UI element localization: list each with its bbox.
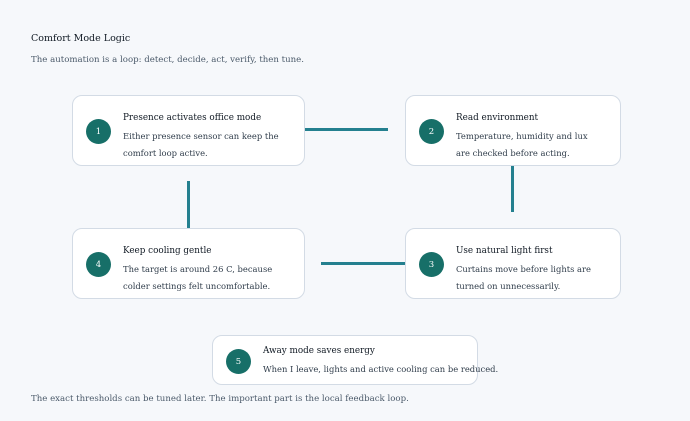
step-description-line: The target is around 26 C, because <box>123 264 273 274</box>
step-description-line: Either presence sensor can keep the <box>123 131 279 141</box>
diagram-title: Comfort Mode Logic <box>31 33 131 44</box>
step-description: Either presence sensor can keep the comf… <box>123 128 279 162</box>
step-number-badge: 2 <box>419 119 444 144</box>
step-card-read-environment: 2 Read environment Temperature, humidity… <box>405 95 621 166</box>
step-description-line: comfort loop active. <box>123 148 208 158</box>
step-number-badge: 5 <box>226 349 251 374</box>
step-card-presence: 1 Presence activates office mode Either … <box>72 95 305 166</box>
connector-3-to-4 <box>321 262 405 265</box>
step-description-line: Temperature, humidity and lux <box>456 131 588 141</box>
step-description-line: colder settings felt uncomfortable. <box>123 281 271 291</box>
step-description-line: Curtains move before lights are <box>456 264 592 274</box>
step-title: Use natural light first <box>456 246 553 256</box>
step-number-badge: 4 <box>86 252 111 277</box>
step-number-badge: 1 <box>86 119 111 144</box>
connector-4-to-1 <box>187 181 190 228</box>
step-description-line: When I leave, lights and active cooling … <box>263 364 499 374</box>
step-number-badge: 3 <box>419 252 444 277</box>
step-title: Keep cooling gentle <box>123 246 212 256</box>
connector-2-to-3 <box>511 166 514 212</box>
step-card-cooling: 4 Keep cooling gentle The target is arou… <box>72 228 305 299</box>
step-description-line: turned on unnecessarily. <box>456 281 561 291</box>
step-card-away-mode: 5 Away mode saves energy When I leave, l… <box>212 335 498 385</box>
footer-note: The exact thresholds can be tuned later.… <box>31 394 409 404</box>
step-title: Read environment <box>456 113 539 123</box>
step-description: Temperature, humidity and lux are checke… <box>456 128 588 162</box>
step-description-line: are checked before acting. <box>456 148 570 158</box>
step-description: When I leave, lights and active cooling … <box>263 361 498 378</box>
connector-1-to-2 <box>305 128 388 131</box>
step-title: Presence activates office mode <box>123 113 262 123</box>
step-card-natural-light: 3 Use natural light first Curtains move … <box>405 228 621 299</box>
step-description: The target is around 26 C, because colde… <box>123 261 272 295</box>
diagram-subtitle: The automation is a loop: detect, decide… <box>31 55 304 65</box>
step-description: Curtains move before lights are turned o… <box>456 261 591 295</box>
step-title: Away mode saves energy <box>263 346 375 356</box>
